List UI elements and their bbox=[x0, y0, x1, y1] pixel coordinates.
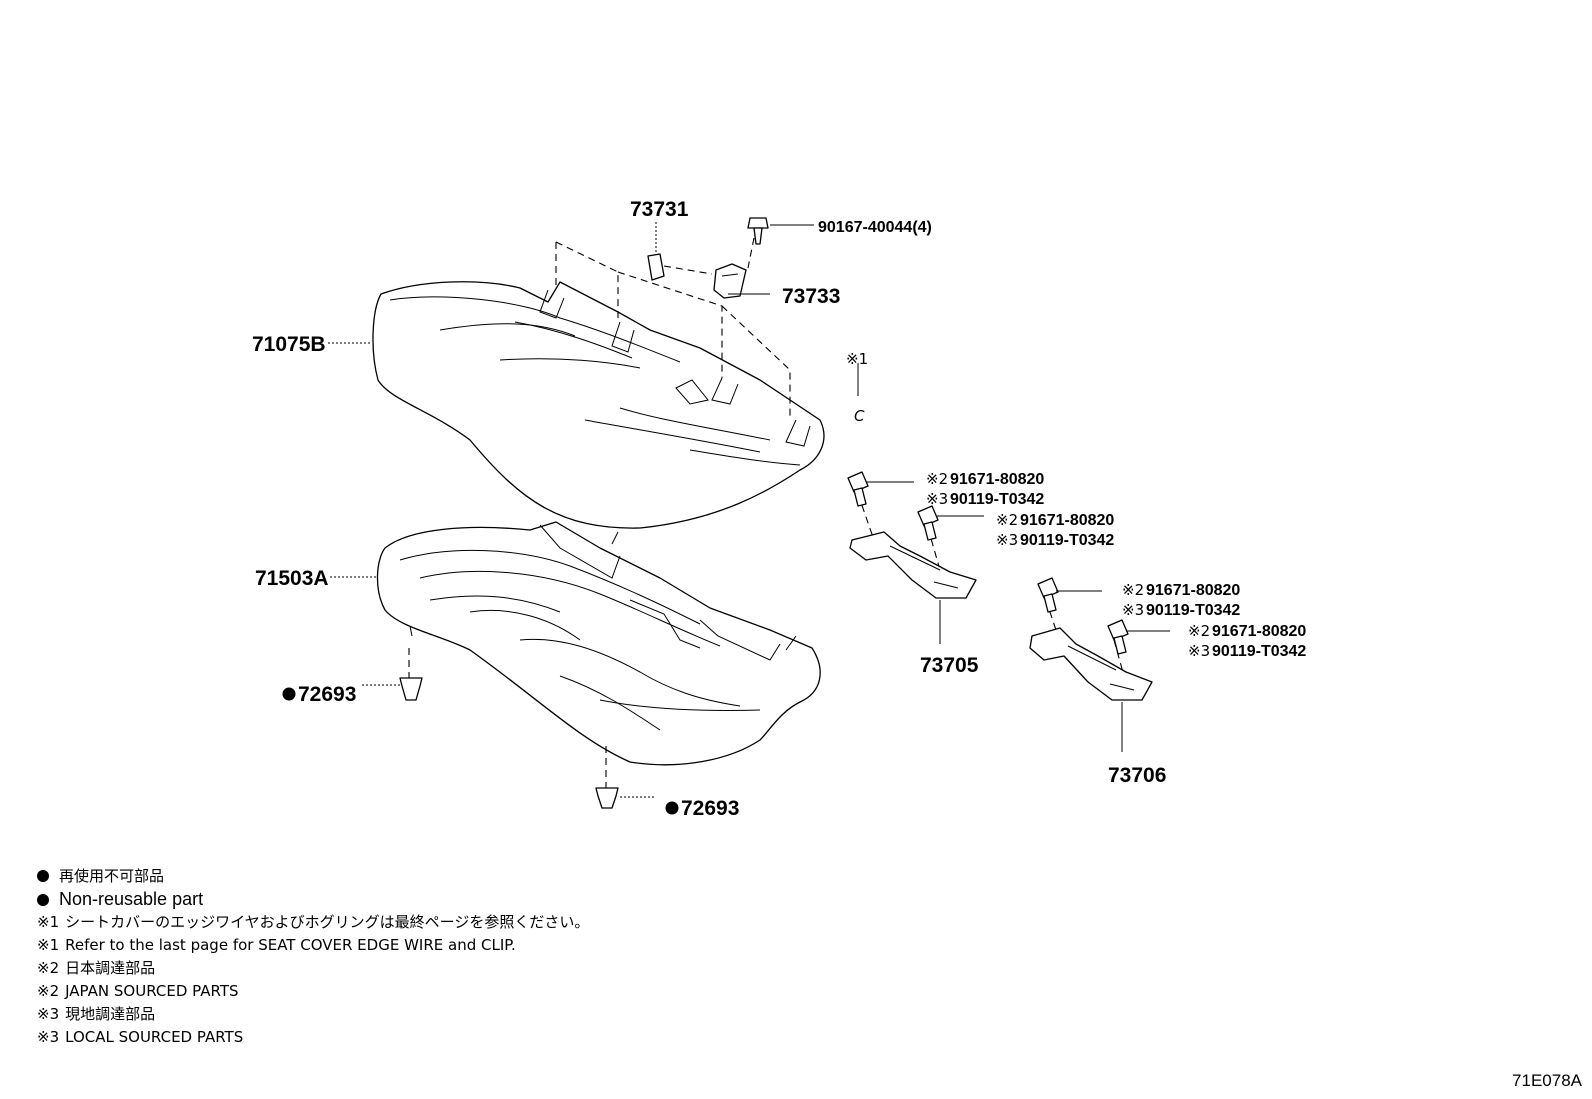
legend-text: 再使用不可部品 bbox=[59, 867, 165, 885]
clip-72693-right bbox=[595, 787, 619, 809]
legend-row: 再使用不可部品 bbox=[37, 865, 589, 888]
bolt-part-number: 91671-80820 bbox=[1020, 512, 1114, 529]
clip-c-marker: C bbox=[854, 407, 865, 425]
seat-cushion-pad bbox=[376, 521, 821, 766]
non-reusable-dot-icon bbox=[37, 894, 49, 906]
label-72693-right: 72693 bbox=[681, 797, 739, 820]
ref-mark-3: ※3 bbox=[1188, 642, 1210, 660]
legend-text: Refer to the last page for SEAT COVER ED… bbox=[65, 936, 516, 954]
drawing-code: 71E078A bbox=[1512, 1071, 1582, 1090]
bolt-4 bbox=[1107, 619, 1129, 655]
non-reusable-dot-icon bbox=[665, 801, 679, 815]
ref-mark-2: ※2 bbox=[996, 511, 1018, 529]
ref-mark-2: ※2 bbox=[1122, 581, 1144, 599]
bolt-part-number: 91671-80820 bbox=[1212, 623, 1306, 640]
label-90167-40044: 90167-40044(4) bbox=[818, 219, 932, 236]
label-73733: 73733 bbox=[782, 285, 840, 308]
legend-ref-mark: ※3 bbox=[37, 1028, 60, 1046]
label-73731: 73731 bbox=[630, 198, 689, 221]
bolt-part-number: 90119-T0342 bbox=[950, 491, 1044, 508]
note-ref-mark-1: ※1 bbox=[846, 350, 868, 368]
screw-90167 bbox=[747, 217, 769, 245]
legend-row: ※1 Refer to the last page for SEAT COVER … bbox=[37, 934, 589, 957]
bolt-part-number: 90119-T0342 bbox=[1020, 532, 1114, 549]
bolt-1 bbox=[847, 471, 869, 507]
bolt-part-number: 91671-80820 bbox=[950, 471, 1044, 488]
label-73706: 73706 bbox=[1108, 764, 1166, 787]
legend-ref-mark: ※1 bbox=[37, 913, 60, 931]
legend-row: ※2 JAPAN SOURCED PARTS bbox=[37, 980, 589, 1003]
bolt-part-number: 90119-T0342 bbox=[1146, 602, 1240, 619]
bolt-label-4: ※2 91671-80820 ※3 90119-T0342 bbox=[1188, 622, 1306, 660]
bracket-73731 bbox=[647, 253, 665, 281]
legend: 再使用不可部品 Non-reusable part ※1 シートカバーのエッジワイ… bbox=[37, 865, 589, 1049]
ref-mark-3: ※3 bbox=[1122, 601, 1144, 619]
legend-ref-mark: ※2 bbox=[37, 959, 60, 977]
legend-ref-mark: ※3 bbox=[37, 1005, 60, 1023]
bolt-label-3: ※2 91671-80820 ※3 90119-T0342 bbox=[1122, 581, 1240, 619]
legend-row: ※3 現地調達部品 bbox=[37, 1003, 589, 1026]
seat-cushion-cover bbox=[372, 281, 825, 529]
legend-row: Non-reusable part bbox=[37, 888, 589, 911]
ref-mark-3: ※3 bbox=[996, 531, 1018, 549]
non-reusable-dot-icon bbox=[282, 687, 296, 701]
legend-text: 日本調達部品 bbox=[65, 959, 156, 977]
bracket-73733 bbox=[713, 263, 747, 299]
striker-73705 bbox=[849, 531, 977, 599]
legend-ref-mark: ※1 bbox=[37, 936, 60, 954]
leader-lines bbox=[328, 222, 1170, 798]
label-72693-left: 72693 bbox=[298, 683, 356, 706]
legend-ref-mark: ※2 bbox=[37, 982, 60, 1000]
legend-text: 現地調達部品 bbox=[65, 1005, 156, 1023]
legend-text: LOCAL SOURCED PARTS bbox=[65, 1028, 244, 1046]
bolt-label-1: ※2 91671-80820 ※3 90119-T0342 bbox=[926, 470, 1044, 508]
ref-mark-2: ※2 bbox=[926, 470, 948, 488]
legend-text: Non-reusable part bbox=[59, 889, 204, 909]
label-73705: 73705 bbox=[920, 654, 979, 677]
legend-row: ※2 日本調達部品 bbox=[37, 957, 589, 980]
legend-row: ※3 LOCAL SOURCED PARTS bbox=[37, 1026, 589, 1049]
label-71075b: 71075B bbox=[252, 333, 326, 356]
legend-text: シートカバーのエッジワイヤおよびホグリングは最終ページを参照ください。 bbox=[65, 913, 590, 931]
clip-72693-left bbox=[399, 677, 423, 701]
striker-73706 bbox=[1029, 627, 1153, 701]
bolt-3 bbox=[1037, 577, 1059, 613]
bolt-label-2: ※2 91671-80820 ※3 90119-T0342 bbox=[996, 511, 1114, 549]
ref-mark-2: ※2 bbox=[1188, 622, 1210, 640]
non-reusable-dot-icon bbox=[37, 870, 49, 882]
bolt-part-number: 91671-80820 bbox=[1146, 582, 1240, 599]
label-71503a: 71503A bbox=[255, 567, 329, 590]
bolt-2 bbox=[917, 505, 939, 541]
assembly-dashed-lines bbox=[408, 237, 1125, 788]
legend-text: JAPAN SOURCED PARTS bbox=[65, 982, 239, 1000]
bolt-part-number: 90119-T0342 bbox=[1212, 643, 1306, 660]
ref-mark-3: ※3 bbox=[926, 490, 948, 508]
legend-row: ※1 シートカバーのエッジワイヤおよびホグリングは最終ページを参照ください。 bbox=[37, 911, 589, 934]
